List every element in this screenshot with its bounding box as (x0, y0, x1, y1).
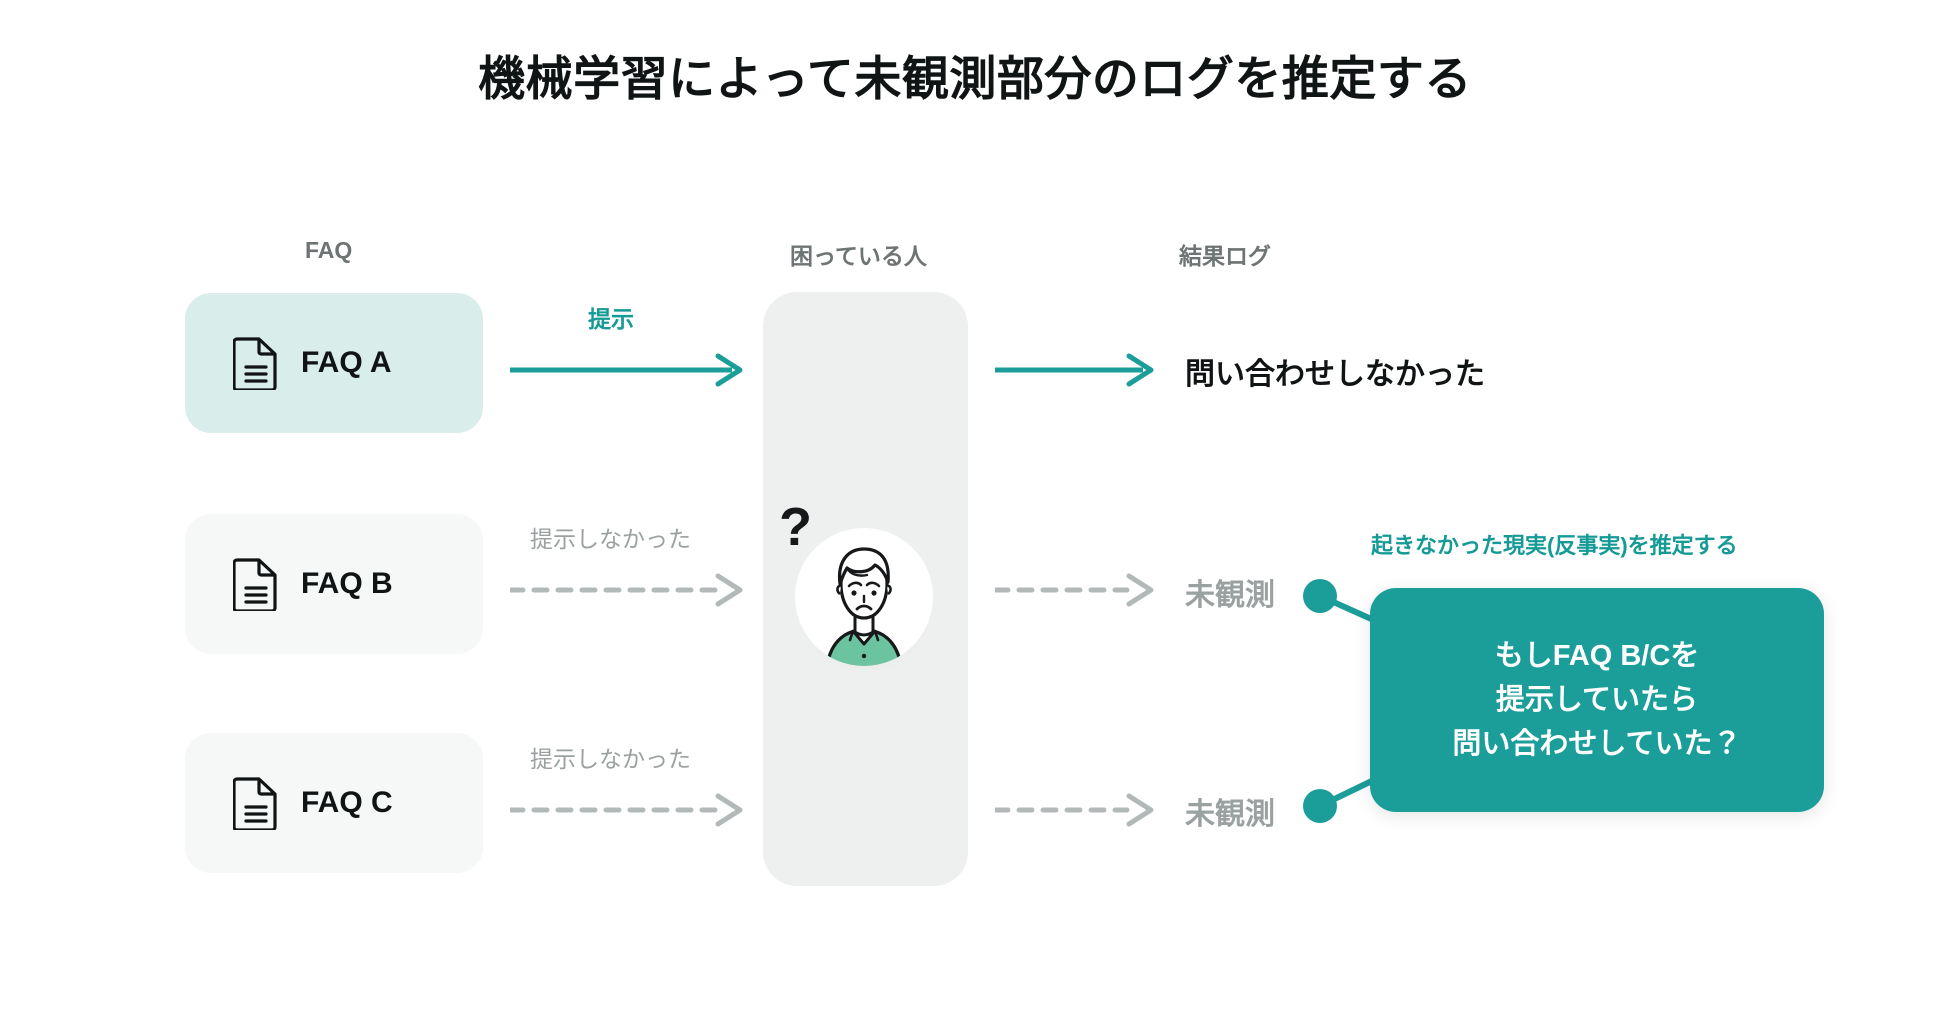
callout-connector (1303, 579, 1381, 823)
faq-card-label: FAQ C (301, 786, 393, 819)
faq-card-b[interactable]: FAQ B (185, 514, 483, 654)
solid-arrow-icon (995, 353, 1154, 387)
counterfactual-callout[interactable]: もしFAQ B/Cを 提示していたら 問い合わせしていた？ (1370, 588, 1824, 812)
person-avatar: ? (779, 500, 935, 668)
faq-card-label: FAQ B (301, 567, 393, 600)
callout-line: 提示していたら (1495, 683, 1699, 716)
confused-person-icon (825, 547, 903, 666)
column-header-person: 困っている人 (790, 243, 927, 269)
arrow-label: 提示しなかった (530, 746, 691, 772)
dashed-arrow-icon (995, 573, 1154, 607)
document-icon (233, 558, 277, 611)
faq-card-label: FAQ A (301, 346, 392, 379)
avatar-circle (795, 528, 933, 666)
connector-dot-upper (1303, 579, 1337, 613)
dashed-arrow-icon (510, 793, 743, 827)
column-header-log: 結果ログ (1179, 243, 1271, 269)
callout-caption: 起きなかった現実(反事実)を推定する (1371, 533, 1738, 558)
callout-line: 問い合わせしていた？ (1452, 728, 1742, 761)
log-label-c: 未観測 (1185, 798, 1275, 831)
log-label-b: 未観測 (1185, 579, 1275, 612)
faq-card-a[interactable]: FAQ A (185, 293, 483, 433)
document-icon (233, 337, 277, 390)
question-mark-icon: ? (779, 497, 812, 557)
callout-line: もしFAQ B/Cを (1494, 639, 1700, 672)
arrow-label: 提示しなかった (530, 526, 691, 552)
column-header-faq: FAQ (305, 237, 353, 263)
dashed-arrow-icon (995, 793, 1154, 827)
dashed-arrow-icon (510, 573, 743, 607)
arrow-label: 提示 (588, 306, 634, 332)
faq-card-c[interactable]: FAQ C (185, 733, 483, 873)
solid-arrow-icon (510, 353, 743, 387)
document-icon (233, 777, 277, 830)
log-label-a: 問い合わせしなかった (1185, 358, 1485, 391)
connector-dot-lower (1303, 789, 1337, 823)
page-title: 機械学習によって未観測部分のログを推定する (478, 52, 1472, 105)
